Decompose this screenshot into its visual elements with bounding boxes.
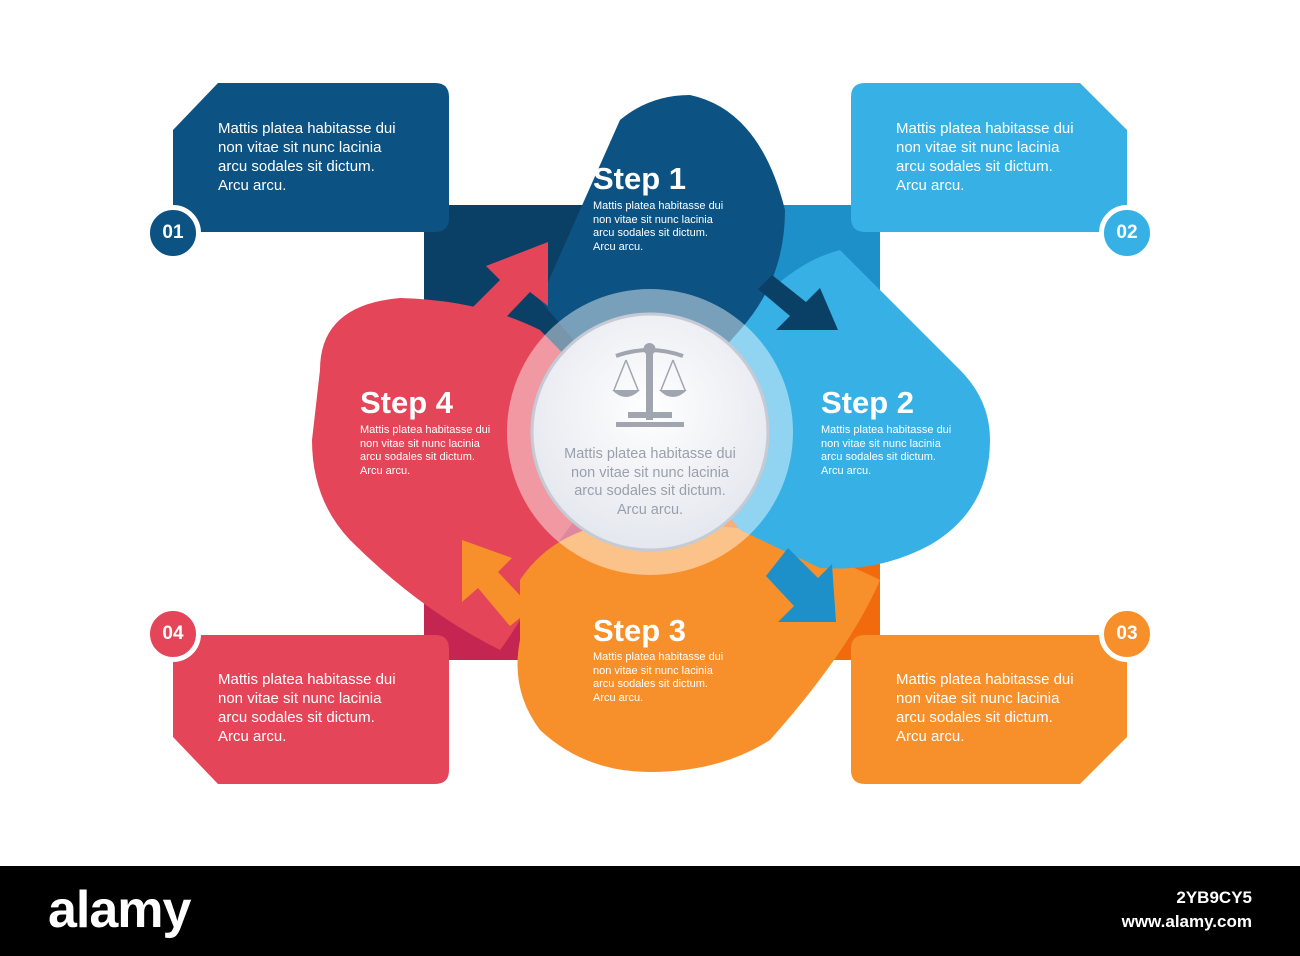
badge-03: 03 (1099, 606, 1155, 662)
scales-of-justice-icon (612, 343, 687, 427)
infographic-canvas: Step 1 Mattis platea habitasse dui non v… (145, 83, 1155, 784)
cycle-diagram (173, 83, 1127, 784)
image-id: 2YB9CY5 (1176, 888, 1252, 907)
step3-title: Step 3 (593, 613, 687, 648)
info-box-03-text: Mattis platea habitasse dui non vitae si… (896, 671, 1074, 745)
arrow-step2-to-step3 (766, 548, 836, 622)
step4-text: Mattis platea habitasse dui non vitae si… (360, 424, 491, 477)
step1-text: Mattis platea habitasse dui non vitae si… (593, 200, 724, 253)
step3-text: Mattis platea habitasse dui non vitae si… (593, 651, 724, 704)
badge-04: 04 (145, 606, 201, 662)
step1-title: Step 1 (593, 161, 687, 196)
center-disc (530, 312, 770, 552)
arrow-step3-to-step4 (462, 540, 532, 626)
badge-01: 01 (145, 205, 201, 261)
arrow-step1-to-step2 (758, 275, 838, 330)
stock-url: www.alamy.com (1121, 912, 1252, 931)
info-box-02-shape (851, 83, 1127, 232)
stock-footer-bar: alamy 2YB9CY5 www.alamy.com (0, 866, 1300, 956)
info-box-01-text: Mattis platea habitasse dui non vitae si… (218, 120, 396, 194)
info-box-04-text: Mattis platea habitasse dui non vitae si… (218, 671, 396, 745)
arrow-step4-to-step1 (460, 242, 548, 332)
step4-title: Step 4 (360, 385, 454, 420)
step2-title: Step 2 (821, 385, 915, 420)
info-box-03-shape (851, 635, 1127, 784)
badge-02: 02 (1099, 205, 1155, 261)
step2-text: Mattis platea habitasse dui non vitae si… (821, 424, 952, 477)
center-text: Mattis platea habitasse dui non vitae si… (564, 446, 736, 518)
info-box-04-shape (173, 635, 449, 784)
info-box-02-text: Mattis platea habitasse dui non vitae si… (896, 120, 1074, 194)
alamy-logo: alamy (48, 881, 191, 939)
info-box-01-shape (173, 83, 449, 232)
